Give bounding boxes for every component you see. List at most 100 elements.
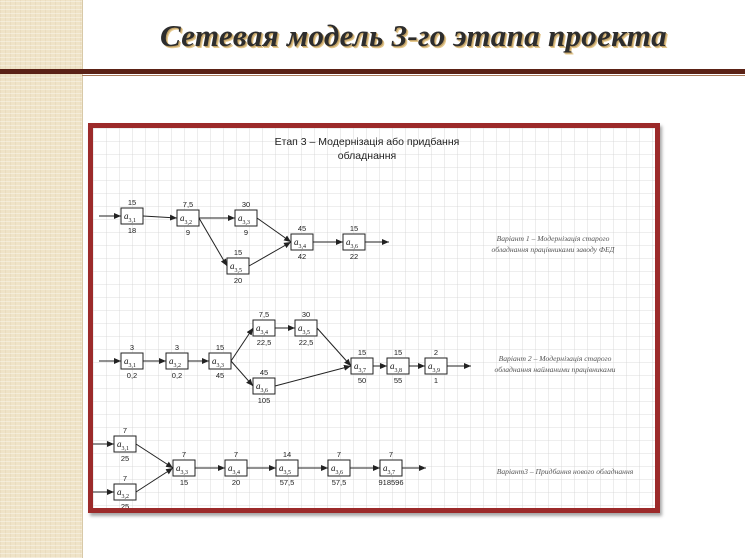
node-duration-label: 30 (302, 310, 310, 319)
node-id-label: a3,1 (124, 356, 136, 369)
variant-2-edge-8 (274, 364, 352, 387)
node-id-label: a3,2 (169, 356, 181, 369)
variant-3-node-1: a3,1 7 25 (113, 426, 137, 463)
node-box (226, 257, 250, 275)
node-id-label: a3,7 (383, 463, 395, 476)
node-duration-label: 7 (123, 474, 127, 483)
variant-1-node-6: a3,6 15 22 (342, 224, 366, 261)
node-value-label: 22,5 (299, 338, 314, 347)
node-box (350, 357, 374, 375)
node-id-label: a3,6 (256, 381, 268, 394)
node-value-label: 9 (186, 228, 190, 237)
variant-1-edge-6 (248, 241, 292, 267)
variant-1-label-line2: обладнання працівниками заводу ФЕД (492, 245, 616, 254)
node-duration-label: 2 (434, 348, 438, 357)
variant-2-node-5: a3,5 30 22,5 (294, 310, 318, 347)
node-box (113, 483, 137, 501)
variant-2-node-1: a3,1 3 0,2 (120, 343, 144, 380)
node-duration-label: 15 (234, 248, 242, 257)
node-id-label: a3,1 (117, 439, 129, 452)
node-box (252, 319, 276, 337)
node-duration-label: 3 (130, 343, 134, 352)
variant-1-edge-5 (256, 217, 292, 243)
node-duration-label: 15 (358, 348, 366, 357)
node-duration-label: 15 (350, 224, 358, 233)
node-value-label: 57,5 (280, 478, 295, 487)
title-divider (0, 69, 745, 74)
node-duration-label: 7 (182, 450, 186, 459)
network-diagram: Етап 3 – Модернізація або придбання обла… (93, 128, 655, 508)
diagram-frame: Етап 3 – Модернізація або придбання обла… (88, 123, 660, 513)
node-id-label: a3,6 (331, 463, 343, 476)
node-box (294, 319, 318, 337)
node-duration-label: 45 (298, 224, 306, 233)
node-box (342, 233, 366, 251)
variant-3-label: Варіант3 – Придбання нового обладнання (497, 467, 634, 476)
variant-2-node-9: a3,921 (424, 348, 448, 385)
node-value-label: 50 (358, 376, 366, 385)
node-box (379, 459, 403, 477)
node-value-label: 45 (216, 371, 224, 380)
decorative-side-panel (0, 0, 82, 558)
node-value-label: 22 (350, 252, 358, 261)
diagram-heading-line2: обладнання (338, 150, 396, 162)
variant-2-label-line2: обладнання найманими працівниками (495, 365, 616, 374)
node-id-label: a3,9 (428, 361, 440, 374)
node-value-label: 918596 (378, 478, 403, 487)
node-duration-label: 15 (128, 198, 136, 207)
node-id-label: a3,6 (346, 237, 358, 250)
node-value-label: 25 (121, 454, 129, 463)
node-value-label: 20 (232, 478, 240, 487)
variant-3-edge-4 (135, 467, 174, 493)
node-box (275, 459, 299, 477)
node-box (252, 377, 276, 395)
variant-2-node-7: a3,7 15 50 (350, 348, 374, 385)
node-value-label: 9 (244, 228, 248, 237)
node-value-label: 0,2 (127, 371, 137, 380)
node-box (208, 352, 232, 370)
node-id-label: a3,5 (230, 261, 242, 274)
diagram-heading-line1: Етап 3 – Модернізація або придбання (275, 136, 460, 148)
variant-3-node-5: a3,5 14 57,5 (275, 450, 299, 487)
node-duration-label: 7,5 (183, 200, 193, 209)
node-id-label: a3,3 (176, 463, 188, 476)
variant-2-edge-5 (230, 360, 254, 387)
node-id-label: a3,1 (124, 211, 136, 224)
node-value-label: 22,5 (257, 338, 272, 347)
node-box (234, 209, 258, 227)
variant-1-node-1: a3,1 15 18 (120, 198, 144, 235)
node-duration-label: 14 (283, 450, 291, 459)
node-box (165, 352, 189, 370)
node-id-label: a3,2 (117, 487, 129, 500)
node-duration-label: 7 (337, 450, 341, 459)
node-id-label: a3,5 (298, 323, 310, 336)
variant-3-node-6: a3,6 7 57,5 (327, 450, 351, 487)
node-duration-label: 7 (123, 426, 127, 435)
node-box (224, 459, 248, 477)
node-duration-label: 45 (260, 368, 268, 377)
title-divider-thin (82, 75, 745, 76)
node-duration-label: 7,5 (259, 310, 269, 319)
node-id-label: a3,5 (279, 463, 291, 476)
node-duration-label: 15 (394, 348, 402, 357)
node-id-label: a3,3 (238, 213, 250, 226)
node-value-label: 25 (121, 502, 129, 508)
variant-1-label-line1: Варіант 1 – Модернізація старого (497, 234, 610, 243)
node-value-label: 18 (128, 226, 136, 235)
variant-2-node-2: a3,230,2 (165, 343, 189, 380)
node-box (386, 357, 410, 375)
node-id-label: a3,2 (180, 213, 192, 226)
variant-3-node-2: a3,2 7 25 (113, 474, 137, 508)
node-duration-label: 15 (216, 343, 224, 352)
node-value-label: 57,5 (332, 478, 347, 487)
variant-2-edge-4 (230, 327, 254, 362)
node-duration-label: 7 (234, 450, 238, 459)
node-id-label: a3,7 (354, 361, 366, 374)
node-box (172, 459, 196, 477)
